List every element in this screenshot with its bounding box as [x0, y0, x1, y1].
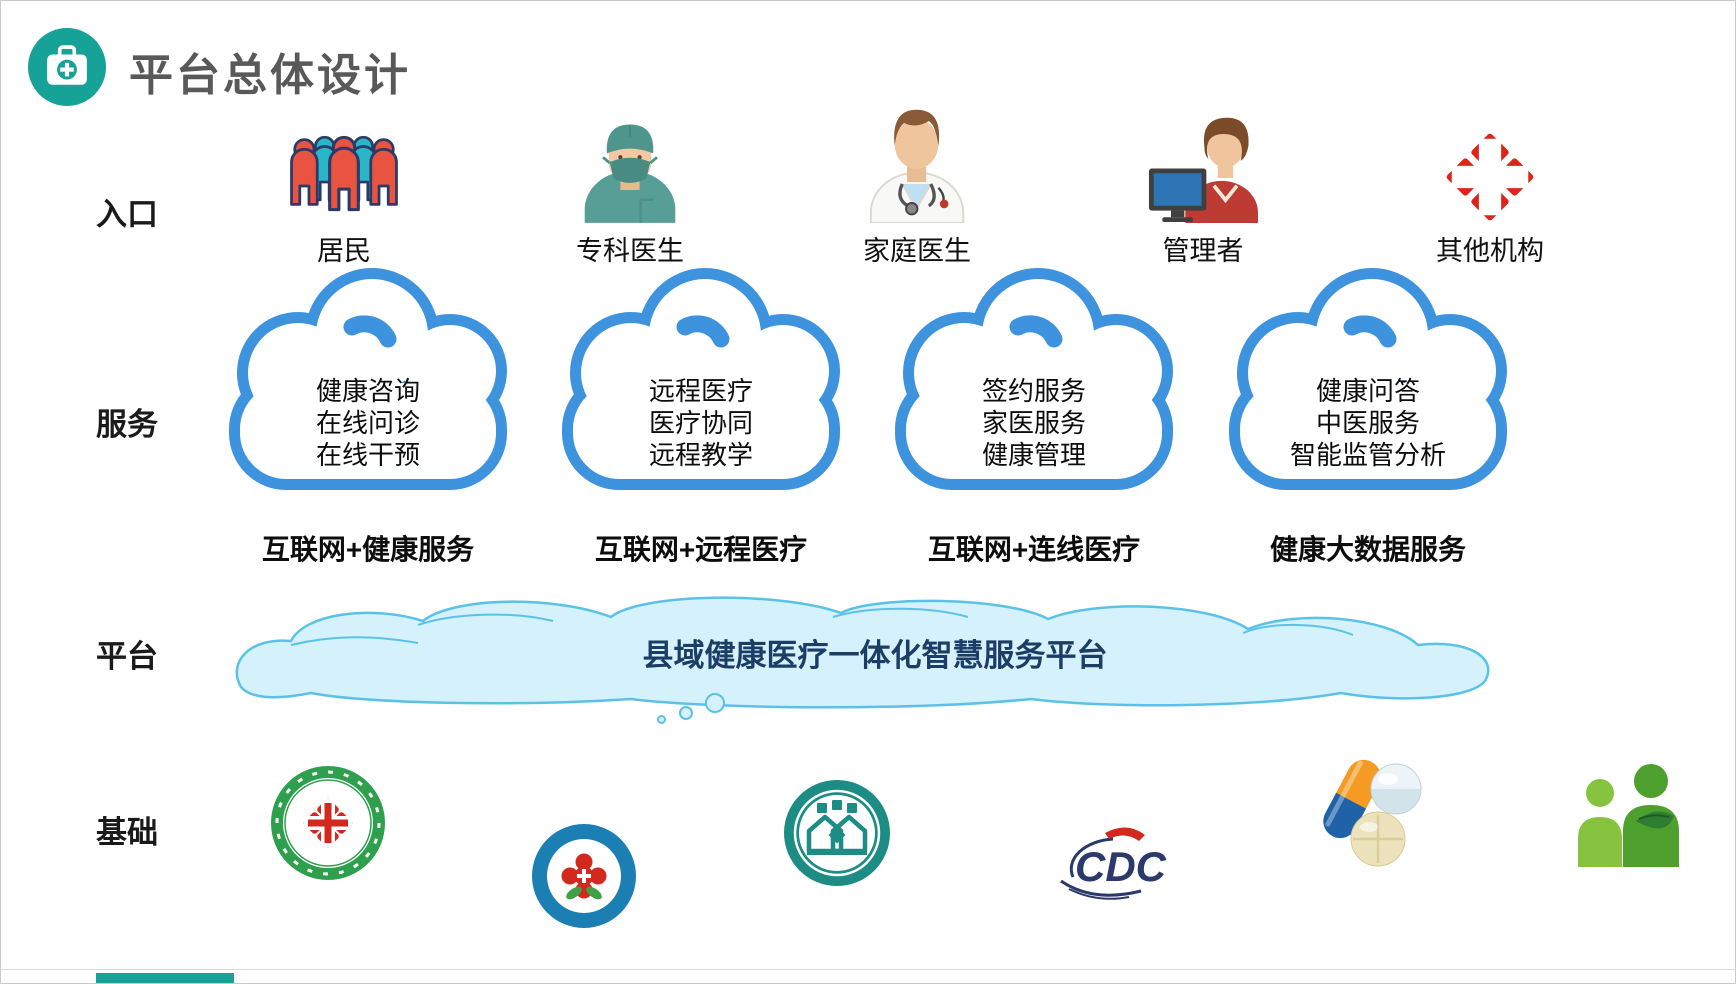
entry-label: 居民 [317, 236, 371, 266]
cloud-caption-1: 互联网+健康服务 [261, 534, 475, 565]
residents-crowd-icon [254, 107, 434, 223]
health-partners-logo [1551, 755, 1701, 872]
row-label-entry: 入口 [96, 197, 158, 232]
thought-bubble [679, 706, 693, 720]
county-hospital-logo [270, 765, 386, 886]
cloud-line: 远程教学 [648, 440, 753, 470]
specialist-doctor-icon [540, 107, 720, 223]
cloud-line: 智能监管分析 [1289, 440, 1446, 470]
cloud-line: 医疗协同 [648, 408, 753, 438]
other-institutions-icon [1400, 107, 1580, 223]
administrator-icon [1113, 107, 1293, 223]
service-cloud-4: 健康问答 中医服务 智能监管分析 [1206, 257, 1530, 507]
cloud-line: 中医服务 [1315, 408, 1420, 438]
entry-family-doctor: 家庭医生 [827, 107, 1007, 268]
bottom-accent-bar [96, 973, 234, 983]
medical-kit-icon [28, 28, 106, 106]
cloud-line: 家医服务 [981, 408, 1086, 438]
service-cloud-1: 健康咨询 在线问诊 在线干预 [206, 257, 530, 507]
cdc-logo: CDC [1053, 819, 1178, 909]
cloud-line: 在线干预 [315, 440, 420, 470]
cloud-line: 签约服务 [981, 376, 1086, 406]
cloud-line: 健康管理 [981, 440, 1086, 470]
family-doctor-icon [827, 107, 1007, 223]
service-cloud-3: 签约服务 家医服务 健康管理 [872, 257, 1196, 507]
cloud-caption-4: 健康大数据服务 [1269, 534, 1466, 565]
entry-label: 管理者 [1162, 236, 1244, 266]
service-cloud-2: 远程医疗 医疗协同 远程教学 [539, 257, 863, 507]
cdc-letters: CDC [1075, 843, 1167, 890]
cloud-line: 健康问答 [1315, 376, 1420, 406]
row-label-platform: 平台 [96, 639, 158, 674]
cloud-line: 在线问诊 [315, 408, 420, 438]
cloud-caption-3: 互联网+连线医疗 [927, 534, 1141, 565]
entry-specialist-doctor: 专科医生 [540, 107, 720, 268]
community-health-center-logo [781, 777, 893, 894]
row-label-service: 服务 [96, 407, 158, 442]
entry-label: 家庭医生 [863, 236, 971, 266]
page-title: 平台总体设计 [129, 51, 411, 100]
cloud-line: 远程医疗 [648, 376, 753, 406]
platform-title: 县域健康医疗一体化智慧服务平台 [642, 638, 1108, 673]
platform-cloud [235, 596, 1490, 709]
bottom-divider [1, 969, 1735, 970]
cloud-line: 健康咨询 [315, 376, 420, 406]
cloud-caption-2: 互联网+远程医疗 [594, 534, 808, 565]
entry-label: 其他机构 [1436, 236, 1544, 266]
entry-administrator: 管理者 [1113, 107, 1293, 268]
entry-residents: 居民 [254, 107, 434, 268]
entry-other-institutions: 其他机构 [1400, 107, 1580, 268]
thought-bubble [657, 715, 666, 724]
medicine-pills-icon [1283, 751, 1433, 874]
thought-bubble [705, 693, 725, 713]
row-label-foundation: 基础 [96, 815, 158, 850]
maternal-child-health-logo [529, 821, 639, 936]
entry-label: 专科医生 [576, 236, 684, 266]
